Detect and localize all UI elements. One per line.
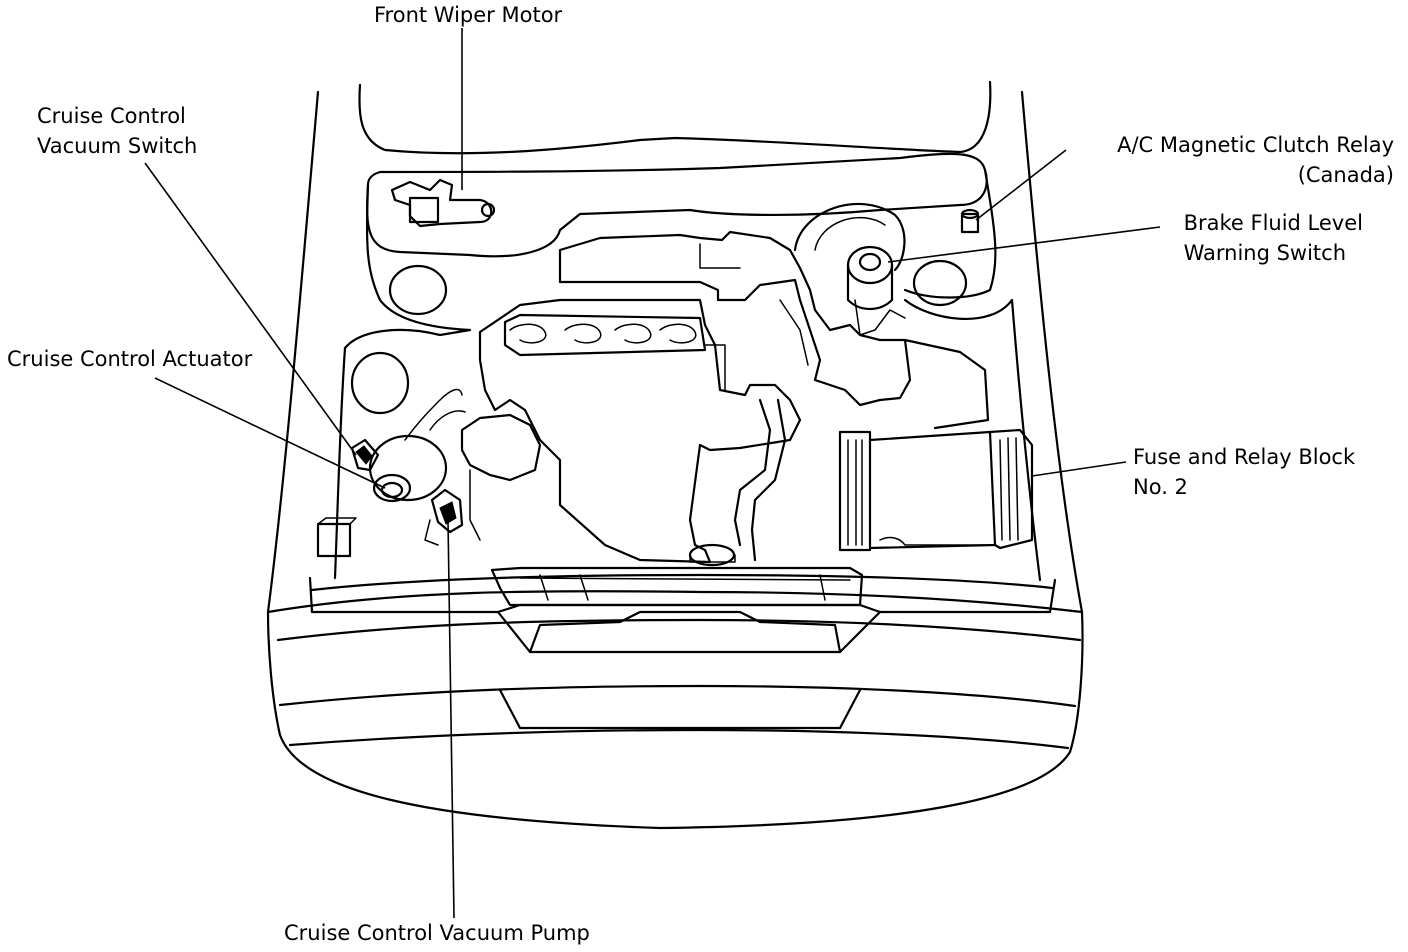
label-cruise-vacuum-pump-text: Cruise Control Vacuum Pump bbox=[284, 921, 590, 945]
leader-cruise-vacuum-switch bbox=[144, 162, 357, 456]
label-cruise-actuator: Cruise Control Actuator bbox=[7, 344, 252, 374]
firewall-cowl bbox=[350, 152, 997, 415]
label-front-wiper-motor: Front Wiper Motor bbox=[374, 0, 562, 30]
label-ac-relay-line1: A/C Magnetic Clutch Relay bbox=[1117, 133, 1394, 157]
label-cruise-vacuum-switch-line1: Cruise Control bbox=[37, 104, 186, 128]
label-cruise-actuator-text: Cruise Control Actuator bbox=[7, 347, 253, 371]
ac-relay bbox=[960, 208, 980, 234]
label-fuse-relay-line1: Fuse and Relay Block bbox=[1133, 445, 1356, 469]
label-fuse-relay-line2: No. 2 bbox=[1133, 475, 1188, 499]
label-brake-fluid-line1: Brake Fluid Level bbox=[1183, 211, 1363, 235]
label-front-wiper-motor-text: Front Wiper Motor bbox=[374, 3, 563, 27]
leader-ac-relay bbox=[975, 149, 1067, 221]
air-intake-duct bbox=[558, 230, 912, 407]
leader-cruise-vacuum-pump bbox=[447, 519, 455, 919]
wiper-motor bbox=[390, 178, 496, 228]
leader-lines bbox=[144, 28, 1161, 919]
label-ac-magnetic-clutch-relay: A/C Magnetic Clutch Relay (Canada) bbox=[1117, 130, 1394, 190]
leader-fuse-relay-block bbox=[1031, 461, 1127, 477]
label-fuse-relay-block: Fuse and Relay Block No. 2 bbox=[1133, 442, 1355, 502]
label-cruise-vacuum-switch: Cruise Control Vacuum Switch bbox=[37, 101, 197, 161]
battery-fuse-area bbox=[838, 338, 1034, 552]
leader-cruise-actuator bbox=[154, 377, 386, 489]
brake-booster bbox=[793, 202, 906, 336]
car-body-outline bbox=[266, 80, 1084, 830]
label-brake-fluid-level-switch: Brake Fluid Level Warning Switch bbox=[1184, 208, 1363, 268]
leader-brake-fluid-switch bbox=[887, 226, 1161, 263]
label-ac-relay-line2: (Canada) bbox=[1297, 163, 1394, 187]
label-brake-fluid-line2: Warning Switch bbox=[1183, 241, 1347, 265]
label-cruise-vacuum-pump: Cruise Control Vacuum Pump bbox=[284, 918, 590, 948]
left-relay-box bbox=[316, 517, 357, 558]
cruise-components bbox=[350, 388, 466, 546]
label-cruise-vacuum-switch-line2: Vacuum Switch bbox=[37, 134, 198, 158]
engine-block bbox=[460, 298, 864, 607]
